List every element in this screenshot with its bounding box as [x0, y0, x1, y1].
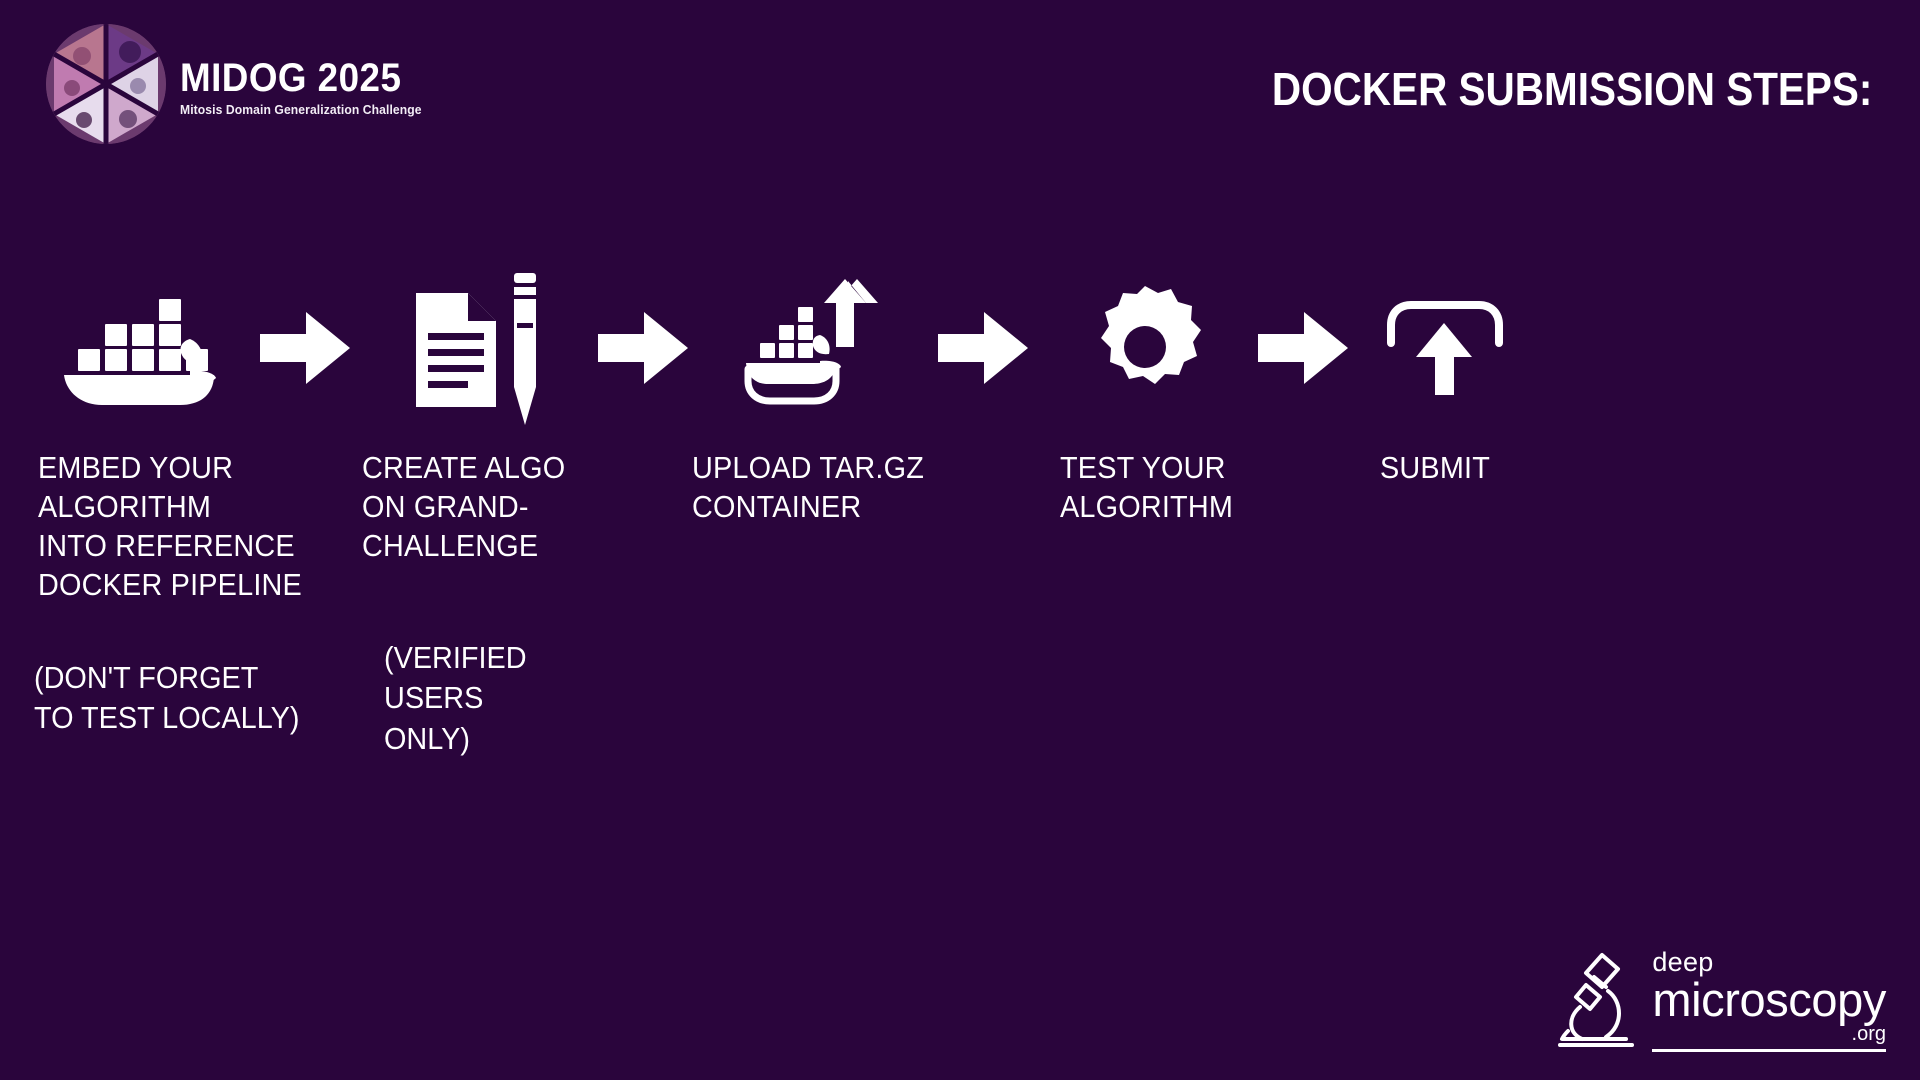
logo-microscopy-text: microscopy [1652, 973, 1886, 1027]
submit-upload-icon [1380, 252, 1510, 442]
arrow-right-icon [938, 312, 1028, 389]
step-note-1: (DON'T FORGET TO TEST LOCALLY) [34, 660, 300, 736]
gear-icon [1080, 252, 1210, 442]
step-label-3: UPLOAD TAR.GZ CONTAINER [692, 450, 925, 525]
arrow-right-icon [260, 312, 350, 389]
microscope-icon [1550, 947, 1642, 1052]
step-label-1: EMBED YOUR ALGORITHM INTO REFERENCE DOCK… [38, 450, 302, 603]
histology-pie-icon [46, 24, 166, 144]
logo-deep-text: deep [1652, 947, 1714, 978]
brand-title: MIDOG 2025 [180, 55, 402, 100]
step-label-5: SUBMIT [1380, 450, 1491, 485]
step-note-2: (VERIFIED USERS ONLY) [384, 640, 527, 756]
steps-flow [0, 252, 1920, 442]
logo-org-text: .org [1851, 1023, 1886, 1045]
docker-upload-icon [740, 252, 910, 442]
logo-rule [1652, 1049, 1886, 1052]
arrow-right-icon [598, 312, 688, 389]
midog-logo: MIDOG 2025 Mitosis Domain Generalization… [46, 24, 429, 144]
brand-subtitle: Mitosis Domain Generalization Challenge [180, 102, 422, 117]
deep-microscopy-logo: deep microscopy .org [1550, 947, 1886, 1052]
step-label-4: TEST YOUR ALGORITHM [1060, 450, 1234, 525]
page-title: DOCKER SUBMISSION STEPS: [1271, 63, 1872, 115]
step-label-2: CREATE ALGO ON GRAND- CHALLENGE [362, 450, 566, 564]
document-pencil-icon [400, 252, 560, 442]
docker-whale-icon [60, 252, 220, 442]
arrow-right-icon [1258, 312, 1348, 389]
